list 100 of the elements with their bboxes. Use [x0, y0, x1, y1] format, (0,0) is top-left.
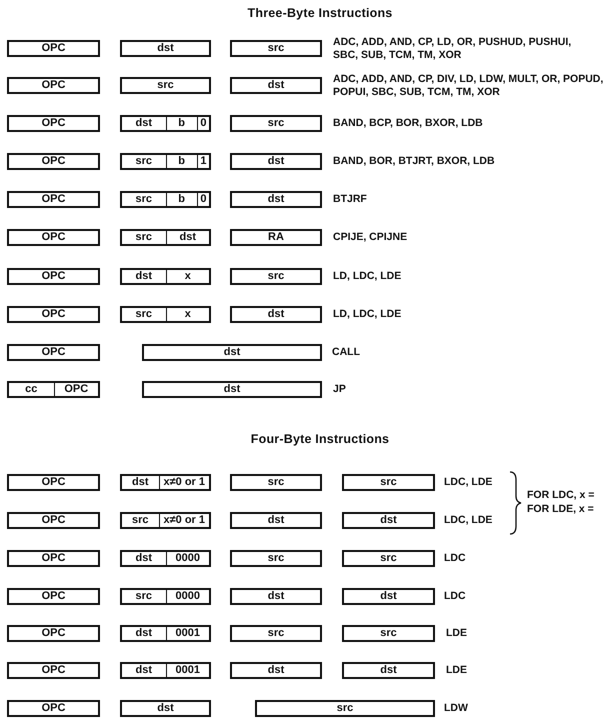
byte-field: [120, 474, 211, 491]
field-cell-text: src: [134, 308, 154, 321]
byte-field: [120, 625, 211, 642]
field-cell-text: dst: [134, 552, 153, 565]
byte-field: src: [230, 40, 322, 57]
byte-field: OPC: [7, 153, 100, 170]
byte-field: src: [342, 550, 435, 567]
byte-field: OPC: [7, 550, 100, 567]
field-cell-text: cc: [24, 383, 38, 396]
byte-field: src: [230, 474, 322, 491]
field-cell-text: src: [134, 193, 154, 206]
byte-field: src: [230, 550, 322, 567]
field-cell: 0000: [166, 552, 209, 565]
byte-field: dst: [230, 662, 322, 679]
byte-field: OPC: [7, 115, 100, 132]
field-cell-text: dst: [134, 627, 153, 640]
byte-field: OPC: [7, 77, 100, 94]
field-cell: b: [166, 193, 197, 206]
section-heading: Four-Byte Instructions: [250, 432, 390, 446]
section-heading: Three-Byte Instructions: [248, 6, 392, 20]
byte-field: [120, 153, 211, 170]
byte-field: dst: [142, 381, 322, 398]
mnemonic-list: LDC: [444, 588, 466, 605]
byte-field: OPC: [7, 700, 100, 717]
byte-field: src: [120, 77, 211, 94]
field-cell: 0000: [166, 590, 209, 603]
byte-field: dst: [230, 77, 322, 94]
byte-field: [120, 588, 211, 605]
byte-field: dst: [120, 700, 211, 717]
field-cell: 0001: [166, 664, 209, 677]
mnemonic-list: LD, LDC, LDE: [333, 268, 402, 285]
byte-field: [120, 550, 211, 567]
mnemonic-list: LDC: [444, 550, 466, 567]
byte-field: OPC: [7, 268, 100, 285]
byte-field: [120, 115, 211, 132]
field-cell-text: src: [134, 155, 154, 168]
field-cell: 0: [196, 193, 209, 206]
byte-field: src: [230, 268, 322, 285]
mnemonic-list: LD, LDC, LDE: [333, 306, 402, 323]
byte-field: dst: [342, 588, 435, 605]
mnemonic-list: LDW: [444, 700, 468, 717]
byte-field: src: [230, 625, 322, 642]
mnemonic-list: BAND, BCP, BOR, BXOR, LDB: [333, 115, 483, 132]
byte-field: OPC: [7, 40, 100, 57]
mnemonic-list: LDC, LDE: [444, 474, 492, 491]
field-cell-text: dst: [134, 664, 153, 677]
field-cell: b: [166, 155, 197, 168]
field-cell: 0: [196, 117, 209, 130]
field-cell: 0001: [166, 627, 209, 640]
byte-field: dst: [342, 512, 435, 529]
byte-field: dst: [342, 662, 435, 679]
note-text: FOR LDC, x =: [527, 488, 594, 502]
note-text: FOR LDE, x =: [527, 502, 594, 516]
byte-field: dst: [120, 40, 211, 57]
byte-field: OPC: [7, 229, 100, 246]
byte-field: src: [255, 700, 435, 717]
byte-field: dst: [142, 344, 322, 361]
mnemonic-list: JP: [333, 381, 346, 398]
field-cell: 1: [196, 155, 209, 168]
byte-field: [120, 268, 211, 285]
field-cell-text: src: [131, 514, 150, 527]
byte-field: OPC: [7, 625, 100, 642]
mnemonic-list: BAND, BOR, BTJRT, BXOR, LDB: [333, 153, 495, 170]
byte-field: OPC: [7, 191, 100, 208]
mnemonic-list: LDC, LDE: [444, 512, 492, 529]
byte-field: [120, 191, 211, 208]
field-cell: x: [166, 270, 209, 283]
byte-field: src: [230, 115, 322, 132]
mnemonic-list: CPIJE, CPIJNE: [333, 229, 408, 246]
field-cell: dst: [166, 231, 209, 244]
byte-field: [120, 306, 211, 323]
byte-field: [120, 229, 211, 246]
byte-field: OPC: [7, 662, 100, 679]
mnemonic-list: BTJRF: [333, 191, 367, 208]
field-cell-text: src: [134, 231, 154, 244]
field-cell-text: src: [134, 590, 154, 603]
byte-field: OPC: [7, 474, 100, 491]
byte-field: dst: [230, 191, 322, 208]
byte-field: OPC: [7, 344, 100, 361]
byte-field: src: [342, 474, 435, 491]
byte-field: dst: [230, 153, 322, 170]
byte-field: src: [342, 625, 435, 642]
byte-field: [120, 662, 211, 679]
field-cell-text: dst: [134, 117, 153, 130]
byte-field: OPC: [7, 588, 100, 605]
field-cell-text: dst: [131, 476, 150, 489]
field-cell-text: dst: [134, 270, 153, 283]
field-cell: x≠0 or 1: [158, 476, 209, 489]
field-cell: x≠0 or 1: [158, 514, 209, 527]
field-cell: b: [166, 117, 197, 130]
field-cell: x: [166, 308, 209, 321]
mnemonic-list: LDE: [446, 625, 467, 642]
byte-field: OPC: [7, 306, 100, 323]
field-cell: OPC: [54, 383, 98, 396]
byte-field: OPC: [7, 512, 100, 529]
byte-field: dst: [230, 512, 322, 529]
byte-field: [120, 512, 211, 529]
byte-field: dst: [230, 306, 322, 323]
byte-field: dst: [230, 588, 322, 605]
mnemonic-list: CALL: [332, 344, 360, 361]
